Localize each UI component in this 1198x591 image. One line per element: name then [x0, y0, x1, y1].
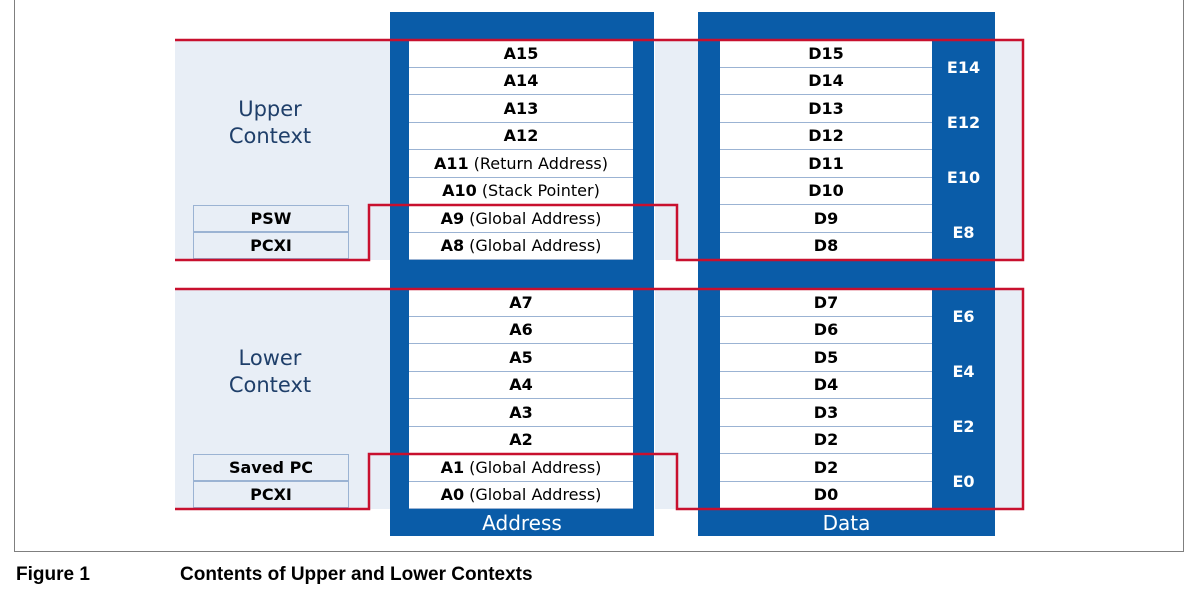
lower-address-row: A4 — [409, 371, 633, 399]
register-name: A12 — [503, 126, 539, 146]
figure-frame — [14, 0, 1184, 552]
register-note: (Global Address) — [469, 457, 602, 477]
lower-address-row: A7 — [409, 289, 633, 317]
register-name: A13 — [503, 98, 539, 118]
register-name: A9 — [440, 208, 465, 228]
upper-extended-register: E8 — [952, 223, 975, 242]
register-note: (Stack Pointer) — [481, 181, 600, 201]
register-name: A4 — [509, 375, 533, 395]
lower-extended-register: E0 — [952, 472, 975, 491]
register-name: A5 — [509, 347, 533, 367]
saved-pc-box: Saved PC — [193, 454, 349, 481]
lower-context-label-line1: Lower — [238, 346, 302, 370]
register-note: (Global Address) — [469, 236, 602, 256]
lower-address-row: A3 — [409, 399, 633, 427]
lower-address-row: A0(Global Address) — [409, 481, 633, 509]
lower-address-row: A2 — [409, 426, 633, 454]
upper-data-row: D11 — [720, 150, 932, 178]
register-name: A14 — [503, 71, 539, 91]
lower-data-row: D0 — [720, 481, 932, 509]
register-name: A7 — [509, 292, 533, 312]
upper-context-label: Upper Context — [200, 96, 340, 150]
upper-data-row: D13 — [720, 95, 932, 123]
upper-data-row: D14 — [720, 67, 932, 95]
psw-box: PSW — [193, 205, 349, 232]
upper-extended-register: E12 — [946, 113, 981, 132]
lower-context-label: Lower Context — [200, 345, 340, 399]
register-note: (Global Address) — [469, 208, 602, 228]
upper-data-row: D10 — [720, 177, 932, 205]
data-footer-label: Data — [822, 511, 871, 535]
upper-data-row: D9 — [720, 205, 932, 233]
upper-address-row: A15 — [409, 40, 633, 68]
upper-context-label-line2: Context — [228, 124, 312, 148]
register-name: A8 — [440, 236, 465, 256]
lower-extended-register: E4 — [952, 362, 975, 381]
lower-extended-register: E2 — [952, 417, 975, 436]
lower-address-row: A5 — [409, 344, 633, 372]
upper-context-label-line1: Upper — [238, 97, 302, 121]
lower-context-label-line2: Context — [228, 373, 312, 397]
lower-data-row: D4 — [720, 371, 932, 399]
register-name: A3 — [509, 402, 533, 422]
register-name: A2 — [509, 430, 533, 450]
lower-data-row: D2 — [720, 426, 932, 454]
lower-data-row: D5 — [720, 344, 932, 372]
lower-address-row: A1(Global Address) — [409, 454, 633, 482]
register-name: A6 — [509, 320, 533, 340]
register-name: A10 — [442, 181, 477, 201]
register-name: A15 — [503, 43, 539, 63]
lower-data-row: D2 — [720, 454, 932, 482]
upper-address-row: A13 — [409, 95, 633, 123]
lower-pcxi-box: PCXI — [193, 481, 349, 508]
upper-data-row: D12 — [720, 122, 932, 150]
figure-number: Figure 1 — [16, 564, 90, 585]
register-name: A11 — [433, 153, 469, 173]
upper-address-row: A8(Global Address) — [409, 232, 633, 260]
register-note: (Global Address) — [469, 485, 602, 505]
upper-address-row: A14 — [409, 67, 633, 95]
register-name: A0 — [440, 485, 465, 505]
upper-pcxi-box: PCXI — [193, 232, 349, 259]
figure-title: Contents of Upper and Lower Contexts — [180, 564, 533, 585]
lower-extended-register: E6 — [952, 307, 975, 326]
lower-data-row: D3 — [720, 399, 932, 427]
upper-extended-register: E14 — [946, 58, 981, 77]
address-footer-label: Address — [482, 511, 562, 535]
lower-address-row: A6 — [409, 316, 633, 344]
register-note: (Return Address) — [473, 153, 609, 173]
upper-address-row: A11(Return Address) — [409, 150, 633, 178]
upper-address-row: A12 — [409, 122, 633, 150]
upper-address-row: A9(Global Address) — [409, 205, 633, 233]
upper-extended-register: E10 — [946, 168, 981, 187]
register-name: A1 — [440, 457, 465, 477]
upper-address-row: A10(Stack Pointer) — [409, 177, 633, 205]
lower-data-row: D7 — [720, 289, 932, 317]
lower-data-row: D6 — [720, 316, 932, 344]
upper-data-row: D15 — [720, 40, 932, 68]
upper-data-row: D8 — [720, 232, 932, 260]
